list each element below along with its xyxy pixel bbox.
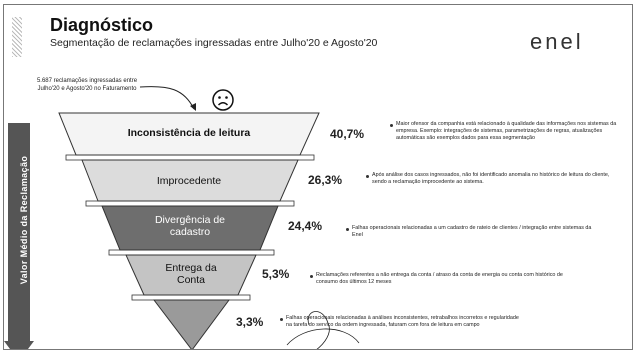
segment-label-1: Inconsistência de leitura: [127, 127, 251, 139]
segment-description-5: Falhas operacionais relacionadas à análi…: [286, 315, 519, 328]
funnel-segment-1: [58, 112, 320, 156]
segment-percent-2: 26,3%: [308, 173, 343, 187]
down-arrow-icon: [4, 123, 34, 349]
segment-percent-1: 40,7%: [330, 127, 365, 141]
annotation-arrow: [139, 86, 195, 110]
segment-label-4: Entrega da Conta: [165, 262, 217, 286]
segment-description-3: Falhas operacionais relacionadas a um ca…: [352, 225, 592, 238]
segment-description-2: Após análise dos casos ingressados, não …: [372, 172, 610, 185]
page-subtitle: Segmentação de reclamações ingressadas e…: [50, 37, 378, 49]
funnel-plate-1: [65, 154, 315, 161]
segment-label-3: Divergência de cadastro: [154, 214, 226, 238]
funnel-segment-4: [125, 254, 257, 296]
page-title: Diagnóstico: [50, 15, 154, 35]
segment-percent-3: 24,4%: [288, 219, 323, 233]
funnel-diagram: [58, 86, 360, 349]
bullet-2: [366, 175, 369, 178]
sad-face-icon: [212, 89, 234, 111]
segment-description-1: Maior ofensor da companhia está relacion…: [396, 121, 617, 141]
enel-logo: enel: [530, 29, 584, 54]
pen-scribble: [307, 311, 330, 349]
bullet-4: [310, 275, 313, 278]
segment-percent-4: 5,3%: [262, 267, 290, 281]
bullet-5: [280, 318, 283, 321]
funnel-plate-3: [108, 249, 275, 256]
funnel-segment-3: [101, 205, 279, 251]
slide: Diagnóstico Segmentação de reclamações i…: [3, 4, 633, 350]
complaints-annotation: 5.687 reclamações ingressadas entre Julh…: [36, 78, 138, 92]
segment-percent-5: 3,3%: [236, 315, 264, 329]
side-arrow-label: Valor Médio da Reclamação: [19, 155, 29, 285]
funnel-plate-2: [85, 200, 295, 207]
funnel-segment-2: [81, 159, 299, 202]
segment-label-2: Improcedente: [156, 175, 222, 187]
bullet-3: [346, 228, 349, 231]
bullet-1: [390, 124, 393, 127]
annotation-arrowhead: [190, 103, 196, 111]
segment-description-4: Reclamações referentes a não entrega da …: [316, 272, 563, 285]
pen-scribble: [286, 328, 360, 346]
funnel-plate-4: [131, 294, 251, 301]
decorative-hatch: [12, 17, 22, 57]
funnel-segment-5: [152, 299, 230, 349]
